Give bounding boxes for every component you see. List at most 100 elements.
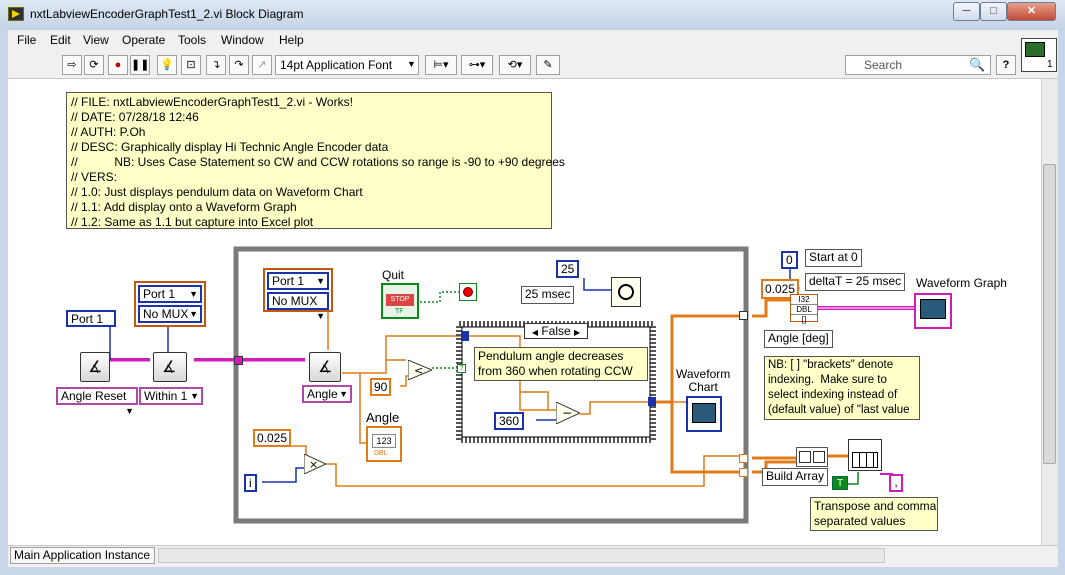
clean-up-diagram-icon[interactable]: ✎ (536, 55, 560, 75)
quit-stop-button[interactable]: STOP TF (381, 283, 419, 319)
angle-select-label: Angle (307, 387, 338, 401)
svg-text:<: < (414, 364, 423, 377)
const-360[interactable]: 360 (494, 412, 525, 430)
case-input-tunnel[interactable] (461, 331, 469, 341)
while-loop-border (233, 246, 749, 524)
iteration-terminal[interactable]: i (244, 474, 257, 492)
waveform-graph-icon[interactable] (914, 293, 952, 329)
chevron-down-icon: ▼ (339, 389, 348, 399)
port-stack-label: Port 1 (143, 287, 176, 301)
menu-edit[interactable]: Edit (50, 33, 71, 47)
menu-file[interactable]: File (17, 33, 37, 47)
case-selector-label: False (541, 324, 571, 338)
case-prev-icon[interactable]: ◀ (531, 328, 538, 337)
transpose-true-const[interactable]: T (832, 476, 848, 490)
vertical-scroll-thumb[interactable] (1043, 164, 1056, 464)
distribute-objects-icon[interactable]: ⊶▾ (461, 55, 493, 75)
highlight-execution-icon[interactable]: 💡 (157, 55, 177, 75)
loop-port-ring[interactable]: Port 1▼ (267, 272, 329, 290)
transpose-note[interactable]: Transpose and comma separated values (810, 497, 938, 531)
waveform-chart-icon[interactable] (686, 396, 722, 432)
svg-text:×: × (309, 458, 318, 471)
title-bar (0, 0, 1065, 30)
bundle-node[interactable]: I32 DBL [] (790, 294, 818, 324)
build-array-icon[interactable] (796, 447, 828, 467)
retain-wire-values-icon[interactable]: ⊡ (181, 55, 201, 75)
menu-tools[interactable]: Tools (178, 33, 207, 47)
indexing-note[interactable]: NB: [ ] "brackets" denote indexing. Make… (764, 356, 920, 420)
chevron-down-icon[interactable]: ▼ (407, 59, 416, 69)
application-instance[interactable]: Main Application Instance (10, 547, 155, 564)
within-label: Within 1 (144, 389, 188, 403)
read-angle-vi-icon[interactable]: ∡ (309, 352, 341, 382)
port-constant-outer[interactable]: Port 1 (66, 310, 116, 327)
font-select[interactable]: 14pt Application Font (275, 55, 419, 75)
loop-tunnel-time[interactable] (739, 454, 748, 463)
close-button[interactable]: ✕ (1007, 2, 1056, 21)
write-spreadsheet-icon[interactable] (848, 439, 882, 471)
subtract-icon[interactable]: − (555, 401, 582, 425)
loop-tunnel-angle[interactable] (739, 311, 748, 320)
menu-help[interactable]: Help (279, 33, 304, 47)
chevron-down-icon: ▼ (189, 289, 198, 299)
mux-ring-stack[interactable]: No MUX▼ (138, 305, 202, 323)
search-input[interactable]: Search (845, 55, 991, 75)
menu-view[interactable]: View (83, 33, 109, 47)
svg-text:−: − (562, 406, 572, 420)
wait-constant[interactable]: 25 (556, 260, 580, 278)
vi-connector-icon[interactable]: 1 (1021, 38, 1057, 72)
less-than-icon[interactable]: < (407, 359, 434, 381)
angle-reset-label: Angle Reset (61, 389, 127, 403)
open-encoder-vi-icon[interactable]: ∡ (153, 352, 187, 382)
loop-tunnel-sensor[interactable] (234, 356, 243, 365)
abort-icon[interactable]: ● (108, 55, 128, 75)
const-0025-loop[interactable]: 0.025 (253, 429, 292, 447)
context-help-button[interactable]: ? (996, 55, 1016, 75)
step-over-icon[interactable]: ↷ (229, 55, 249, 75)
const-90[interactable]: 90 (370, 378, 392, 396)
within-ring[interactable]: Within 1▼ (139, 387, 203, 405)
search-icon[interactable]: 🔍 (969, 57, 986, 72)
multiply-icon[interactable]: × (303, 453, 328, 475)
case-next-icon[interactable]: ▶ (574, 328, 581, 337)
pause-icon[interactable]: ❚❚ (130, 55, 150, 75)
case-selector[interactable]: ◀ False ▶ (524, 323, 588, 339)
menu-operate[interactable]: Operate (122, 33, 166, 47)
tf-text: TF (395, 308, 404, 315)
angle-reset-vi-icon[interactable]: ∡ (80, 352, 110, 382)
case-selector-terminal[interactable]: ? (457, 364, 466, 373)
loop-mux-ring[interactable]: No MUX▼ (267, 292, 329, 321)
chevron-down-icon: ▼ (189, 309, 198, 319)
case-comment[interactable]: Pendulum angle decreases from 360 when r… (474, 347, 648, 381)
chevron-down-icon: ▼ (190, 391, 199, 401)
loop-tunnel-angle-2[interactable] (739, 468, 748, 477)
comma-const[interactable]: , (889, 474, 903, 492)
run-continuously-icon[interactable]: ⟳ (84, 55, 104, 75)
labview-app-icon[interactable] (8, 7, 24, 21)
case-output-tunnel[interactable] (648, 397, 656, 406)
wait-label: 25 msec (521, 286, 575, 304)
header-comment[interactable]: // FILE: nxtLabviewEncoderGraphTest1_2.v… (66, 92, 565, 229)
maximize-button[interactable]: □ (980, 2, 1007, 21)
chevron-down-icon: ▼ (125, 406, 134, 416)
waveform-chart-label: Waveform Chart (676, 367, 731, 394)
step-out-icon[interactable]: ↗ (252, 55, 272, 75)
angle-indicator-text: 123 (372, 434, 396, 448)
step-into-icon[interactable]: ↴ (206, 55, 226, 75)
run-arrow-icon[interactable]: ⇨ (62, 55, 82, 75)
menu-window[interactable]: Window (221, 33, 264, 47)
align-objects-icon[interactable]: ⊨▾ (425, 55, 457, 75)
minimize-button[interactable]: ─ (953, 2, 980, 21)
loop-condition-terminal[interactable] (459, 283, 477, 301)
wait-ms-icon[interactable] (611, 277, 641, 307)
angle-reset-ring[interactable]: Angle Reset ▼ (56, 387, 138, 416)
reorder-icon[interactable]: ⟲▾ (499, 55, 531, 75)
port-ring-stack[interactable]: Port 1 ▼ (138, 285, 202, 303)
angle-indicator[interactable]: 123 DBL (366, 426, 402, 462)
angle-select-ring[interactable]: Angle▼ (302, 385, 352, 403)
const-0[interactable]: 0 (781, 251, 798, 269)
build-array-label: Build Array (762, 468, 829, 486)
start-label: Start at 0 (805, 249, 862, 267)
horizontal-scrollbar[interactable] (158, 548, 885, 563)
const-0025-right[interactable]: 0.025 (761, 279, 800, 299)
